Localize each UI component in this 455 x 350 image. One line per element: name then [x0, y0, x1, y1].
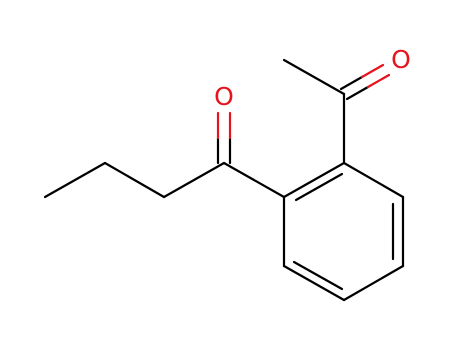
oxygen-atom-label: O — [391, 45, 411, 74]
bond-acetyl-ch3 — [282, 58, 346, 96]
oxygen-atom-label: O — [214, 82, 234, 111]
bond-carbonyl-ring — [222, 161, 286, 199]
ring-bond-2 — [342, 161, 405, 199]
bond-carbonyl2-o-a — [339, 75, 364, 91]
bond-ch2-ch2 — [103, 161, 166, 199]
ring-inner-3 — [292, 260, 344, 291]
bond-carbonyl2-o-b-red — [366, 73, 391, 89]
ring-bond-1 — [282, 161, 346, 199]
bond-ch2-carbonyl — [162, 161, 226, 199]
ring-inner-1 — [294, 172, 344, 202]
bond-ch3-ch2 — [43, 161, 107, 199]
bond-carbonyl2-o-a-red — [360, 63, 385, 79]
bond-carbonyl2-o-b — [345, 85, 370, 101]
ring-bond-4 — [342, 264, 405, 302]
ring-bond-5 — [282, 264, 346, 302]
